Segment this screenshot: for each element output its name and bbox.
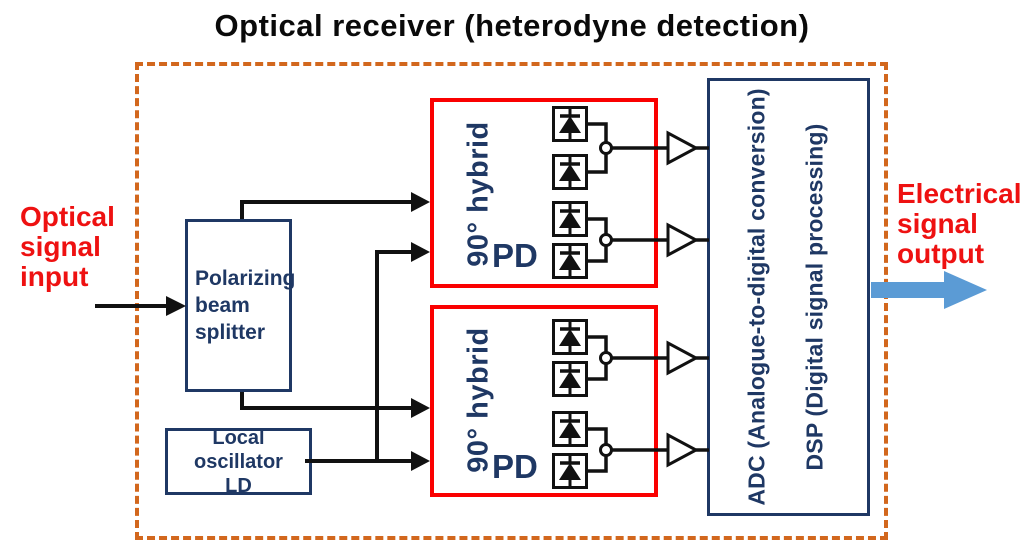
pd-top-label: PD — [492, 237, 538, 274]
local-oscillator-label: Local oscillator LD — [194, 426, 283, 497]
polarizing-beam-splitter-block: Polarizing beam splitter — [185, 219, 296, 392]
adc-label: ADC (Analogue-to-digital conversion) — [743, 88, 770, 506]
adc-dsp-block — [707, 78, 870, 516]
polarizing-beam-splitter-label: Polarizing beam splitter — [195, 267, 296, 344]
hybrid-bottom-label: 90° hybrid — [462, 327, 495, 473]
output-arrow-icon — [871, 271, 987, 309]
pd-bottom-label: PD — [492, 448, 538, 485]
local-oscillator-block: Local oscillator LD — [165, 426, 312, 497]
hybrid-top-label: 90° hybrid — [462, 121, 495, 267]
optical-signal-input-label: Optical signal input — [20, 201, 115, 292]
hybrid-90-top-block — [430, 98, 658, 288]
dsp-label: DSP (Digital signal processing) — [801, 123, 828, 471]
hybrid-90-bottom-block — [430, 305, 658, 497]
electrical-signal-output-label: Electrical signal output — [897, 178, 1022, 269]
page-title: Optical receiver (heterodyne detection) — [214, 8, 810, 43]
